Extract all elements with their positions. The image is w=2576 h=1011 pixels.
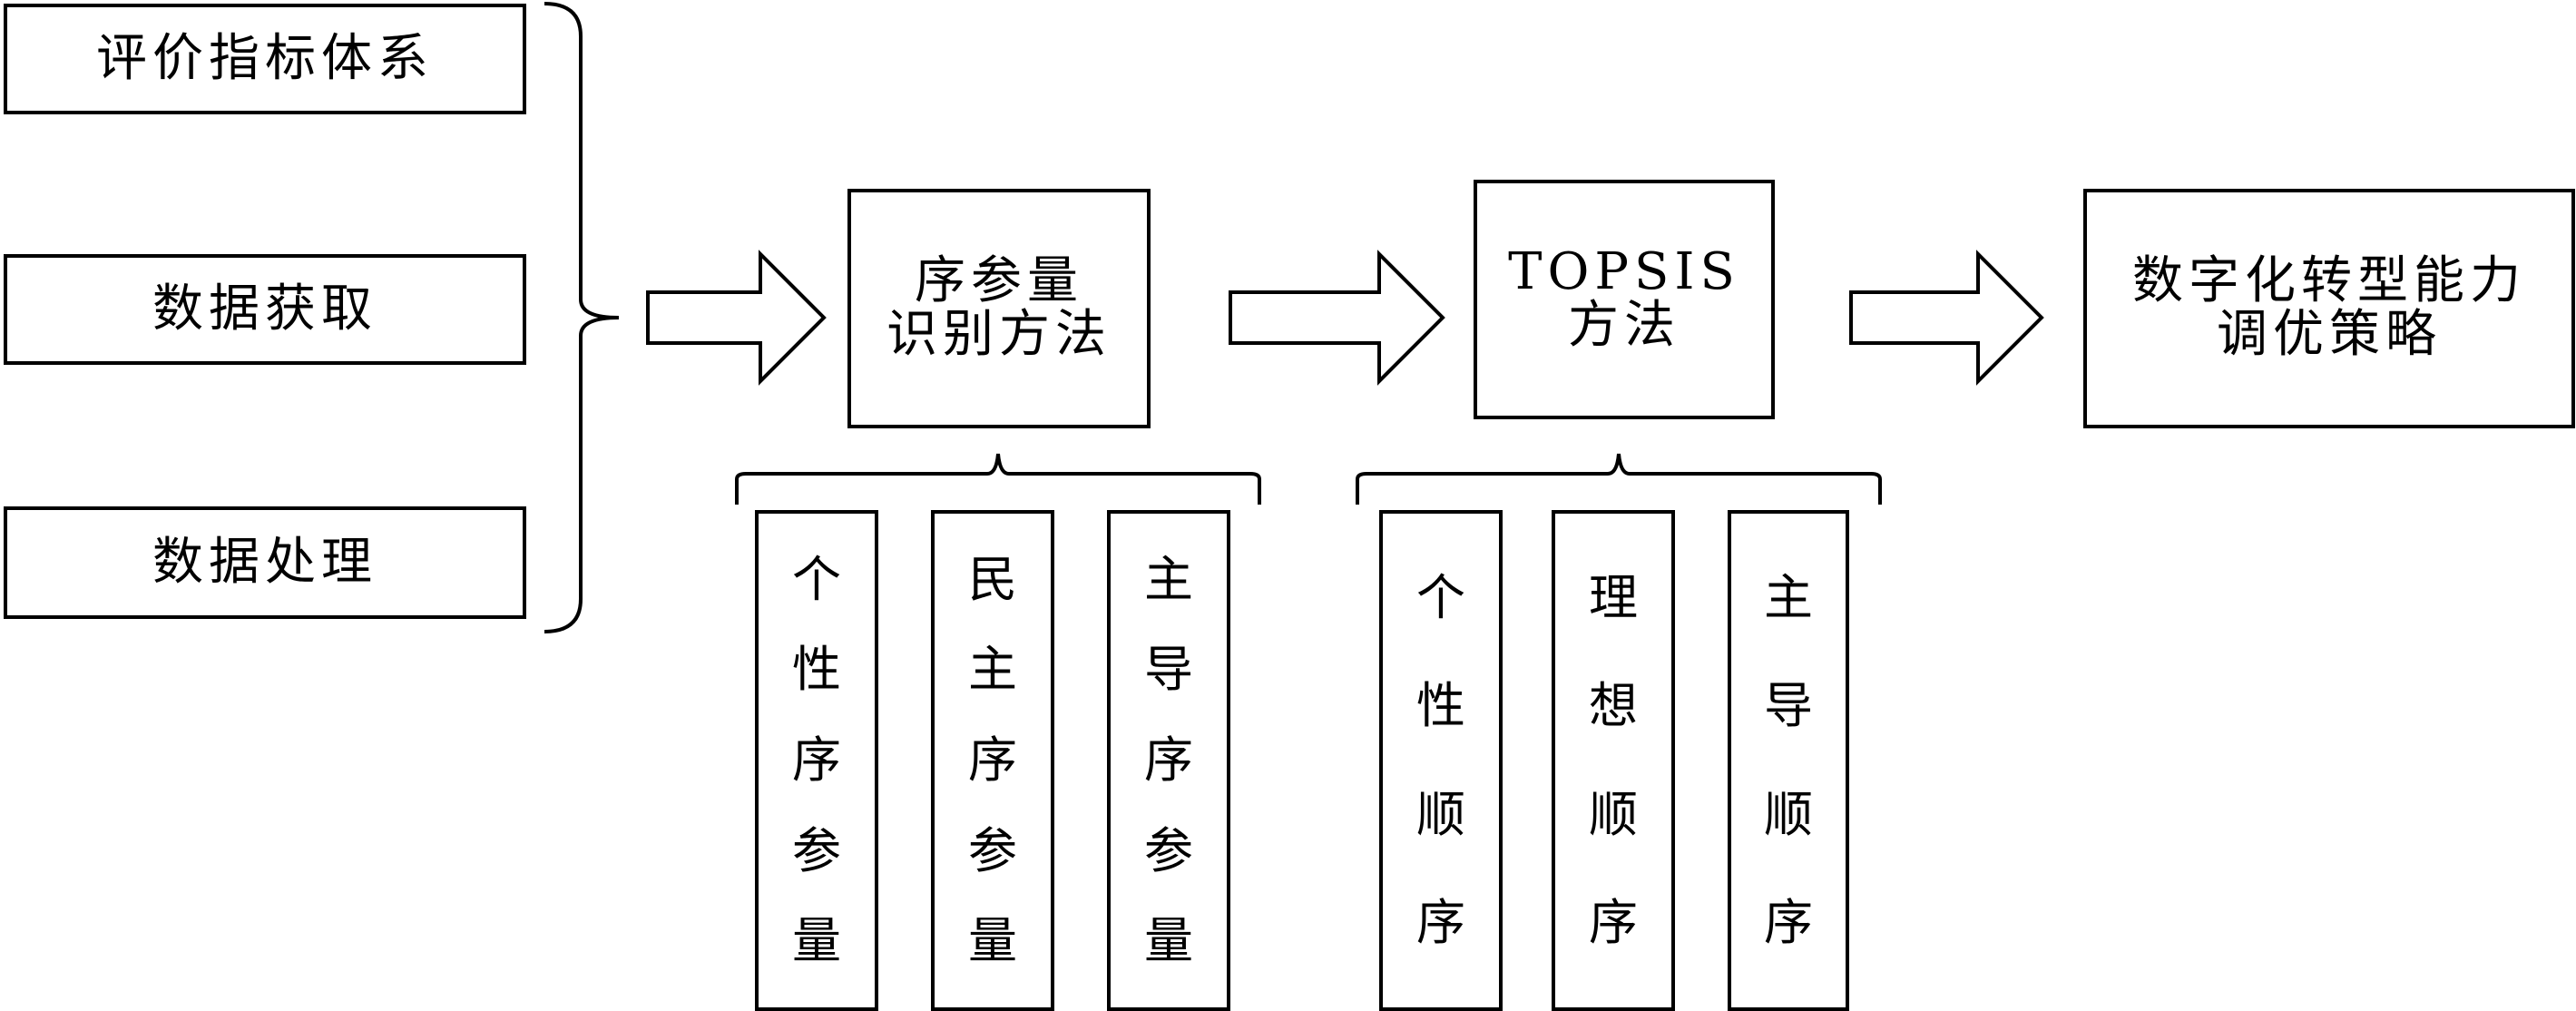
column-char: 理 [1589, 568, 1638, 626]
topsis-method-box: TOPSIS 方法 [1474, 180, 1775, 419]
dominant-order-param-box: 主 导 序 参 量 [1107, 510, 1230, 1011]
topsis-order-bracket [1356, 453, 1882, 505]
column-char: 序 [1416, 894, 1465, 952]
arrow-3 [1849, 250, 2044, 386]
column-char: 顺 [1416, 785, 1465, 843]
strategy-label: 数字化转型能力 调优策略 [2132, 251, 2526, 364]
arrow-1 [646, 250, 827, 386]
individual-order-box: 个 性 顺 序 [1379, 510, 1503, 1011]
column-char: 导 [1144, 641, 1193, 699]
column-char: 想 [1589, 677, 1638, 735]
column-char: 量 [968, 912, 1017, 970]
column-char: 序 [1144, 731, 1193, 789]
column-char: 性 [1416, 677, 1465, 735]
ideal-order-box: 理 想 顺 序 [1552, 510, 1675, 1011]
column-char: 顺 [1764, 785, 1813, 843]
data-acquire-label: 数据获取 [152, 279, 377, 339]
data-acquire-box: 数据获取 [4, 254, 526, 365]
column-char: 性 [792, 641, 841, 699]
column-char: 序 [1764, 894, 1813, 952]
arrow-2 [1229, 250, 1445, 386]
order-param-method-label: 序参量 识别方法 [886, 251, 1112, 364]
column-char: 序 [968, 731, 1017, 789]
column-char: 顺 [1589, 785, 1638, 843]
column-char: 参 [792, 821, 841, 879]
data-process-box: 数据处理 [4, 506, 526, 619]
column-char: 导 [1764, 677, 1813, 735]
strategy-box: 数字化转型能力 调优策略 [2083, 189, 2575, 428]
column-char: 量 [792, 912, 841, 970]
column-char: 主 [968, 641, 1017, 699]
eval-index-label: 评价指标体系 [96, 28, 434, 88]
input-group-brace [544, 2, 620, 633]
column-char: 主 [1144, 550, 1193, 608]
data-process-label: 数据处理 [152, 532, 377, 592]
democratic-order-param-box: 民 主 序 参 量 [931, 510, 1054, 1011]
dominant-order-box: 主 导 顺 序 [1728, 510, 1849, 1011]
individual-order-param-box: 个 性 序 参 量 [755, 510, 878, 1011]
column-char: 主 [1764, 568, 1813, 626]
column-char: 序 [792, 731, 841, 789]
topsis-method-label: TOPSIS 方法 [1508, 242, 1740, 355]
column-char: 参 [968, 821, 1017, 879]
column-char: 个 [1416, 568, 1465, 626]
column-char: 参 [1144, 821, 1193, 879]
column-char: 民 [968, 550, 1017, 608]
order-param-method-box: 序参量 识别方法 [847, 189, 1151, 428]
column-char: 量 [1144, 912, 1193, 970]
eval-index-box: 评价指标体系 [4, 4, 526, 114]
column-char: 序 [1589, 894, 1638, 952]
order-param-bracket [735, 453, 1261, 505]
column-char: 个 [792, 550, 841, 608]
